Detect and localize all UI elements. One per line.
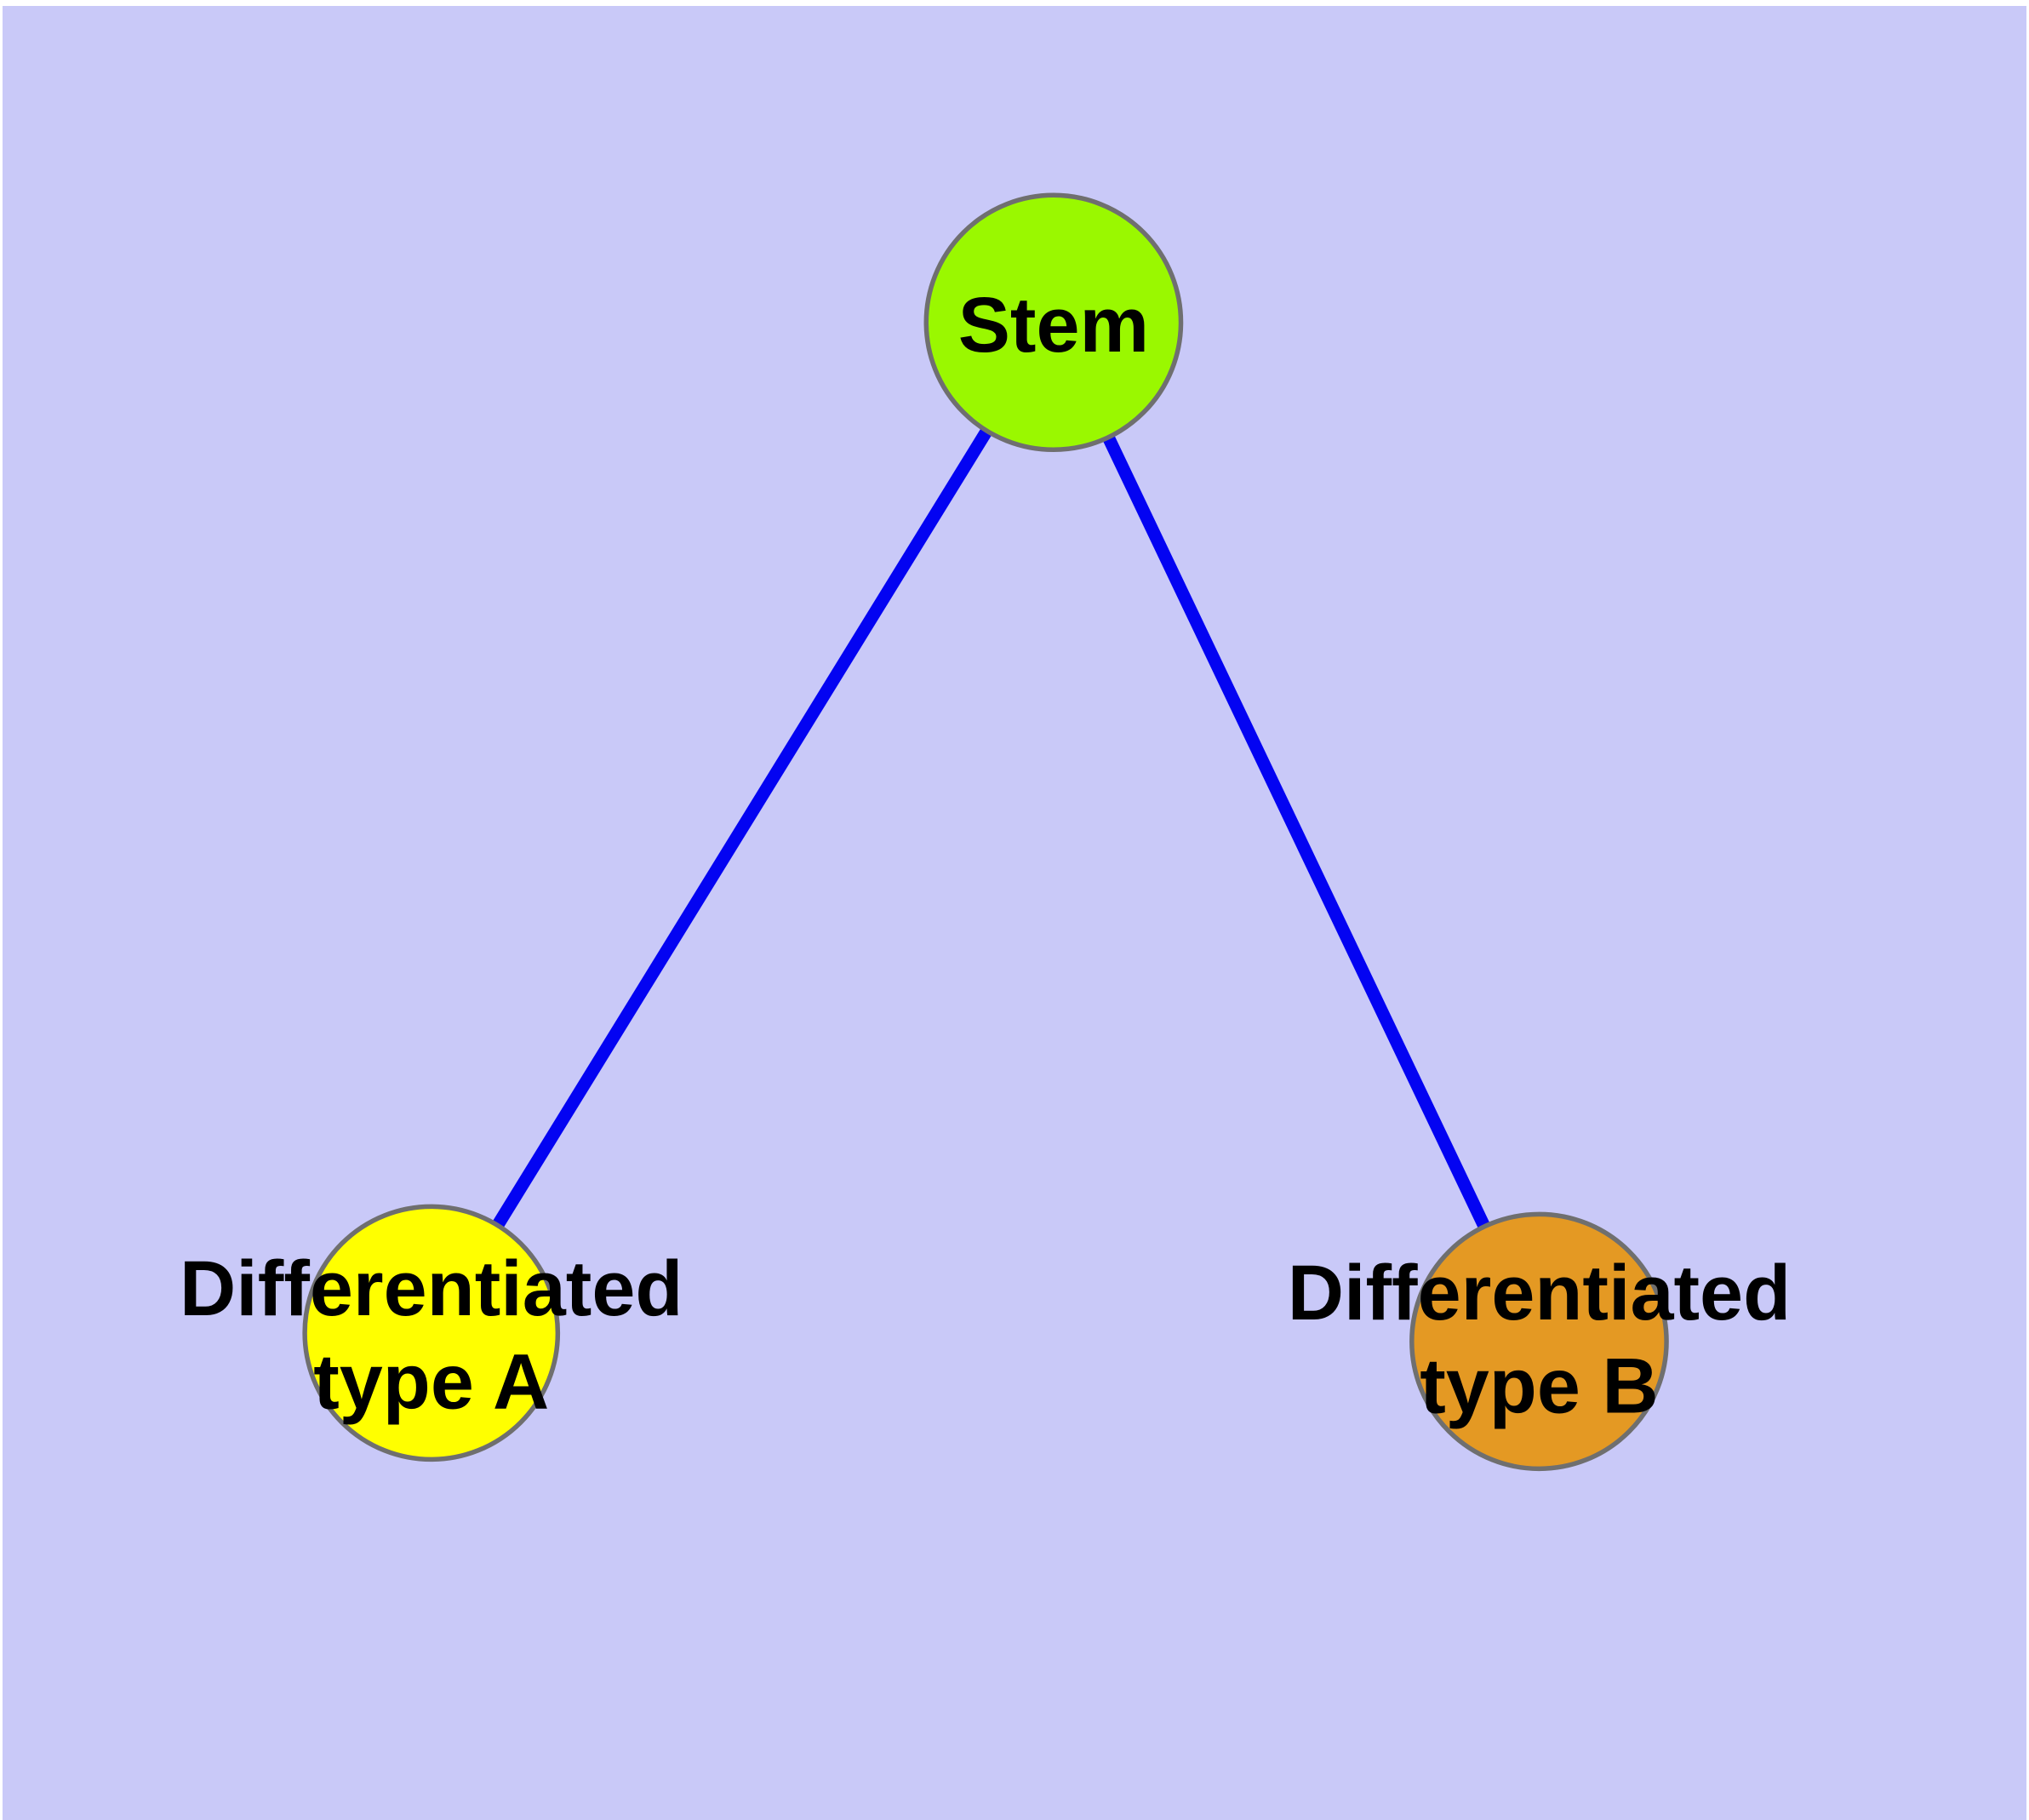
edge-stem-to-type-a: [426, 318, 1060, 1336]
node-type-b: [1409, 1211, 1669, 1472]
node-type-a-label-line2: type A: [313, 1339, 549, 1426]
node-type-a-label-line1: Differentiated: [180, 1245, 683, 1332]
node-stem-label: Stem: [958, 282, 1149, 369]
node-stem: [923, 192, 1184, 453]
node-type-a: [302, 1204, 561, 1462]
edge-stem-to-type-b: [1048, 319, 1546, 1345]
graph-svg: Stem Differentiated type A Differentiate…: [180, 192, 1791, 1472]
node-type-b-label-line2: type B: [1420, 1343, 1658, 1430]
node-type-b-label-line1: Differentiated: [1288, 1250, 1791, 1336]
